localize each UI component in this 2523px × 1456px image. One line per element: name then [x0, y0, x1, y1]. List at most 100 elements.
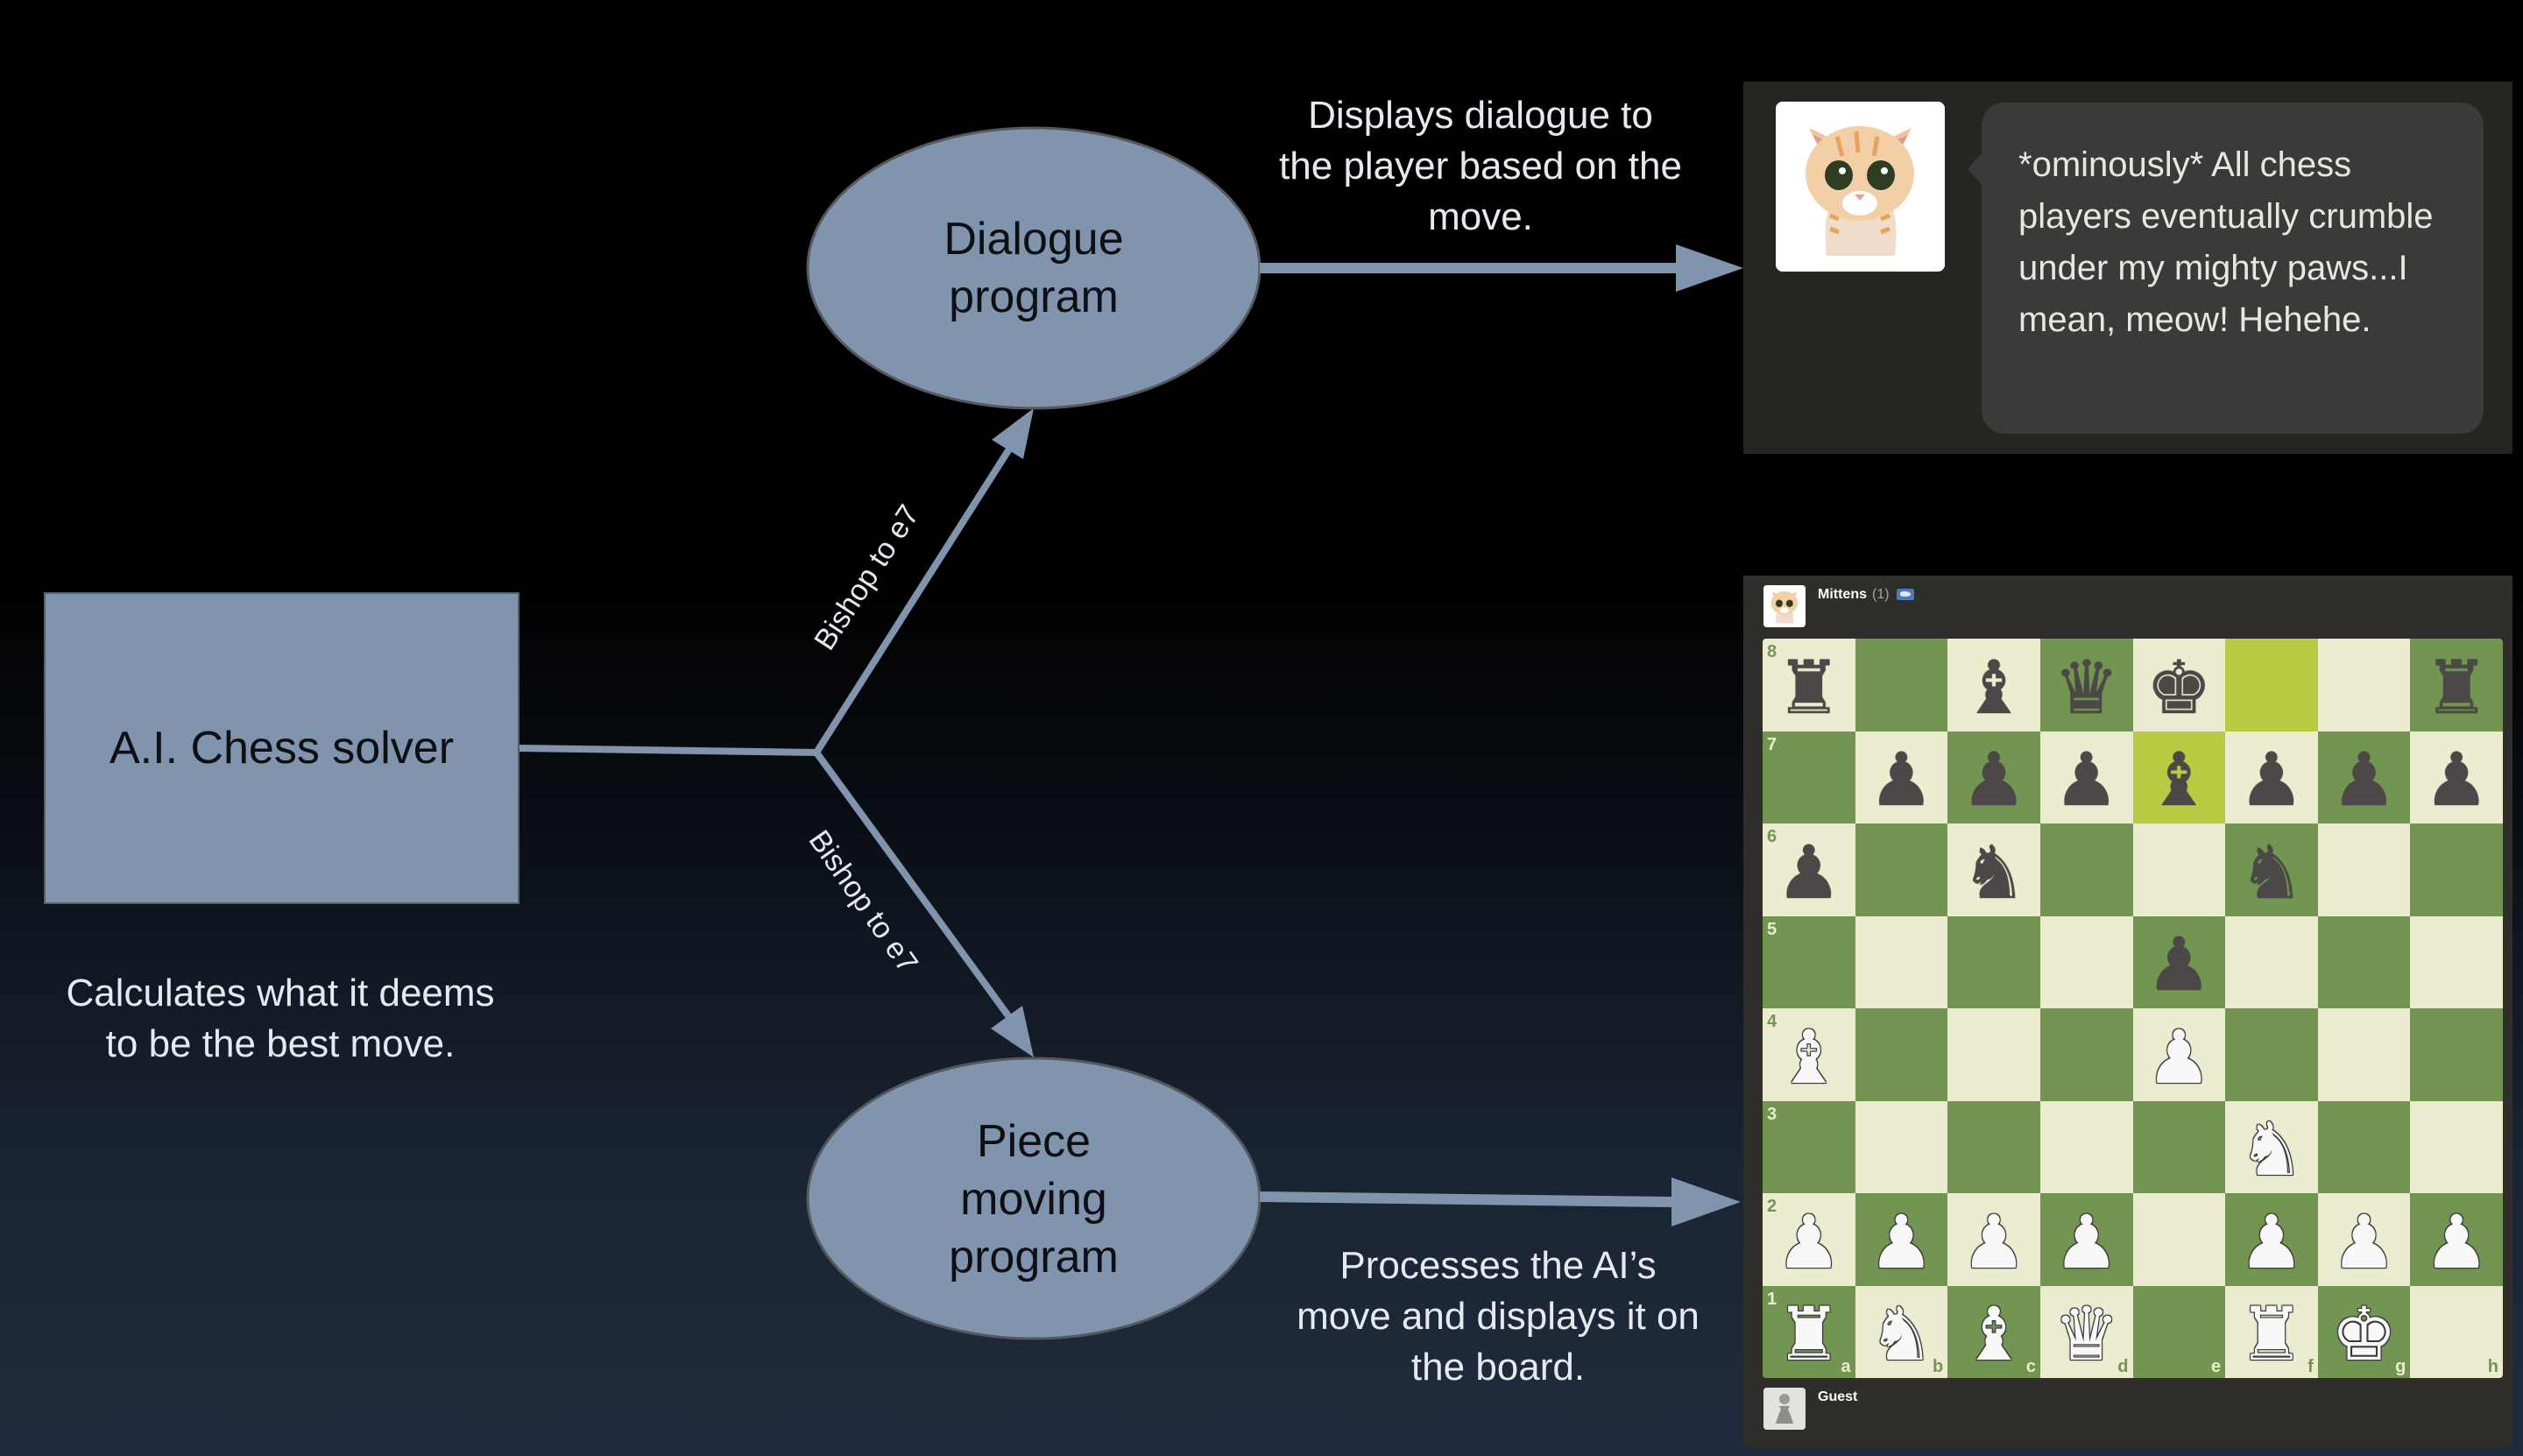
- square-c1[interactable]: c♝: [1947, 1285, 2040, 1378]
- square-h7[interactable]: ♟: [2410, 731, 2503, 823]
- white-knight-icon[interactable]: ♞: [2238, 1106, 2305, 1193]
- white-pawn-icon[interactable]: ♟: [1961, 1198, 2027, 1285]
- white-rook-icon[interactable]: ♜: [1776, 1291, 1842, 1378]
- square-f8[interactable]: [2225, 639, 2318, 732]
- white-pawn-icon[interactable]: ♟: [2238, 1198, 2305, 1285]
- black-pawn-icon[interactable]: ♟: [2238, 737, 2305, 823]
- black-rook-icon[interactable]: ♜: [2423, 644, 2490, 731]
- square-f7[interactable]: ♟: [2225, 731, 2318, 823]
- white-pawn-icon[interactable]: ♟: [1776, 1198, 1842, 1285]
- black-bishop-icon[interactable]: ♝: [2145, 737, 2212, 823]
- top-player-name[interactable]: Mittens: [1818, 587, 1867, 602]
- square-a4[interactable]: 4♝: [1763, 1008, 1855, 1101]
- square-a8[interactable]: 8♜: [1763, 639, 1855, 732]
- square-c3[interactable]: [1947, 1100, 2040, 1193]
- square-h6[interactable]: [2410, 823, 2503, 916]
- square-d1[interactable]: d♛: [2039, 1285, 2133, 1378]
- square-h5[interactable]: [2410, 915, 2503, 1008]
- square-h1[interactable]: h: [2410, 1285, 2503, 1378]
- white-king-icon[interactable]: ♚: [2330, 1291, 2398, 1378]
- square-e3[interactable]: [2132, 1100, 2226, 1193]
- white-pawn-icon[interactable]: ♟: [2423, 1198, 2490, 1285]
- square-c7[interactable]: ♟: [1947, 731, 2040, 823]
- square-e7[interactable]: ♝: [2132, 731, 2226, 823]
- square-e6[interactable]: [2132, 823, 2226, 916]
- square-d7[interactable]: ♟: [2039, 731, 2133, 823]
- square-b4[interactable]: [1855, 1008, 1948, 1101]
- square-a2[interactable]: 2♟: [1763, 1193, 1855, 1286]
- square-c4[interactable]: [1947, 1008, 2040, 1101]
- guest-avatar[interactable]: [1763, 1388, 1806, 1430]
- black-pawn-icon[interactable]: ♟: [1961, 737, 2027, 823]
- black-knight-icon[interactable]: ♞: [2238, 829, 2305, 915]
- white-queen-icon[interactable]: ♛: [2053, 1291, 2120, 1378]
- square-h2[interactable]: ♟: [2410, 1193, 2503, 1286]
- square-b6[interactable]: [1855, 823, 1948, 916]
- square-f1[interactable]: f♜: [2225, 1285, 2318, 1378]
- square-h4[interactable]: [2410, 1008, 2503, 1101]
- square-g6[interactable]: [2317, 823, 2411, 916]
- black-pawn-icon[interactable]: ♟: [2053, 737, 2120, 823]
- black-pawn-icon[interactable]: ♟: [1776, 829, 1842, 915]
- white-bishop-icon[interactable]: ♝: [1961, 1291, 2027, 1378]
- square-a6[interactable]: 6♟: [1763, 823, 1855, 916]
- square-h3[interactable]: [2410, 1100, 2503, 1193]
- square-g5[interactable]: [2317, 915, 2411, 1008]
- square-c8[interactable]: ♝: [1947, 639, 2040, 732]
- black-rook-icon[interactable]: ♜: [1776, 644, 1842, 731]
- white-bishop-icon[interactable]: ♝: [1776, 1014, 1842, 1100]
- black-pawn-icon[interactable]: ♟: [2145, 922, 2212, 1008]
- square-f4[interactable]: [2225, 1008, 2318, 1101]
- square-g3[interactable]: [2317, 1100, 2411, 1193]
- square-a7[interactable]: 7: [1763, 731, 1855, 823]
- square-g2[interactable]: ♟: [2317, 1193, 2411, 1286]
- square-f2[interactable]: ♟: [2225, 1193, 2318, 1286]
- mittens-avatar[interactable]: [1763, 585, 1806, 627]
- white-pawn-icon[interactable]: ♟: [2145, 1014, 2212, 1100]
- square-d3[interactable]: [2039, 1100, 2133, 1193]
- black-pawn-icon[interactable]: ♟: [1868, 737, 1935, 823]
- black-king-icon[interactable]: ♚: [2145, 644, 2212, 731]
- square-c2[interactable]: ♟: [1947, 1193, 2040, 1286]
- bottom-player-name[interactable]: Guest: [1818, 1389, 1858, 1404]
- square-d5[interactable]: [2039, 915, 2133, 1008]
- black-knight-icon[interactable]: ♞: [1961, 829, 2027, 915]
- square-f5[interactable]: [2225, 915, 2318, 1008]
- square-f3[interactable]: ♞: [2225, 1100, 2318, 1193]
- square-b3[interactable]: [1855, 1100, 1948, 1193]
- square-h8[interactable]: ♜: [2410, 639, 2503, 732]
- black-pawn-icon[interactable]: ♟: [2330, 737, 2398, 823]
- square-a5[interactable]: 5: [1763, 915, 1855, 1008]
- square-b1[interactable]: b♞: [1855, 1285, 1948, 1378]
- square-e5[interactable]: ♟: [2132, 915, 2226, 1008]
- square-f6[interactable]: ♞: [2225, 823, 2318, 916]
- square-e2[interactable]: [2132, 1193, 2226, 1286]
- white-rook-icon[interactable]: ♜: [2238, 1291, 2305, 1378]
- square-c6[interactable]: ♞: [1947, 823, 2040, 916]
- square-g4[interactable]: [2317, 1008, 2411, 1101]
- black-bishop-icon[interactable]: ♝: [1961, 644, 2027, 731]
- white-knight-icon[interactable]: ♞: [1868, 1291, 1935, 1378]
- square-c5[interactable]: [1947, 915, 2040, 1008]
- square-b8[interactable]: [1855, 639, 1948, 732]
- square-b5[interactable]: [1855, 915, 1948, 1008]
- white-pawn-icon[interactable]: ♟: [2330, 1198, 2398, 1285]
- square-d4[interactable]: [2039, 1008, 2133, 1101]
- square-e1[interactable]: e: [2132, 1285, 2226, 1378]
- square-e8[interactable]: ♚: [2132, 639, 2226, 732]
- black-queen-icon[interactable]: ♛: [2053, 644, 2120, 731]
- square-g8[interactable]: [2317, 639, 2411, 732]
- white-pawn-icon[interactable]: ♟: [2053, 1198, 2120, 1285]
- black-pawn-icon[interactable]: ♟: [2423, 737, 2490, 823]
- white-pawn-icon[interactable]: ♟: [1868, 1198, 1935, 1285]
- square-b7[interactable]: ♟: [1855, 731, 1948, 823]
- square-e4[interactable]: ♟: [2132, 1008, 2226, 1101]
- square-d6[interactable]: [2039, 823, 2133, 916]
- square-d8[interactable]: ♛: [2039, 639, 2133, 732]
- square-g7[interactable]: ♟: [2317, 731, 2411, 823]
- square-d2[interactable]: ♟: [2039, 1193, 2133, 1286]
- square-g1[interactable]: g♚: [2317, 1285, 2411, 1378]
- square-a3[interactable]: 3: [1763, 1100, 1855, 1193]
